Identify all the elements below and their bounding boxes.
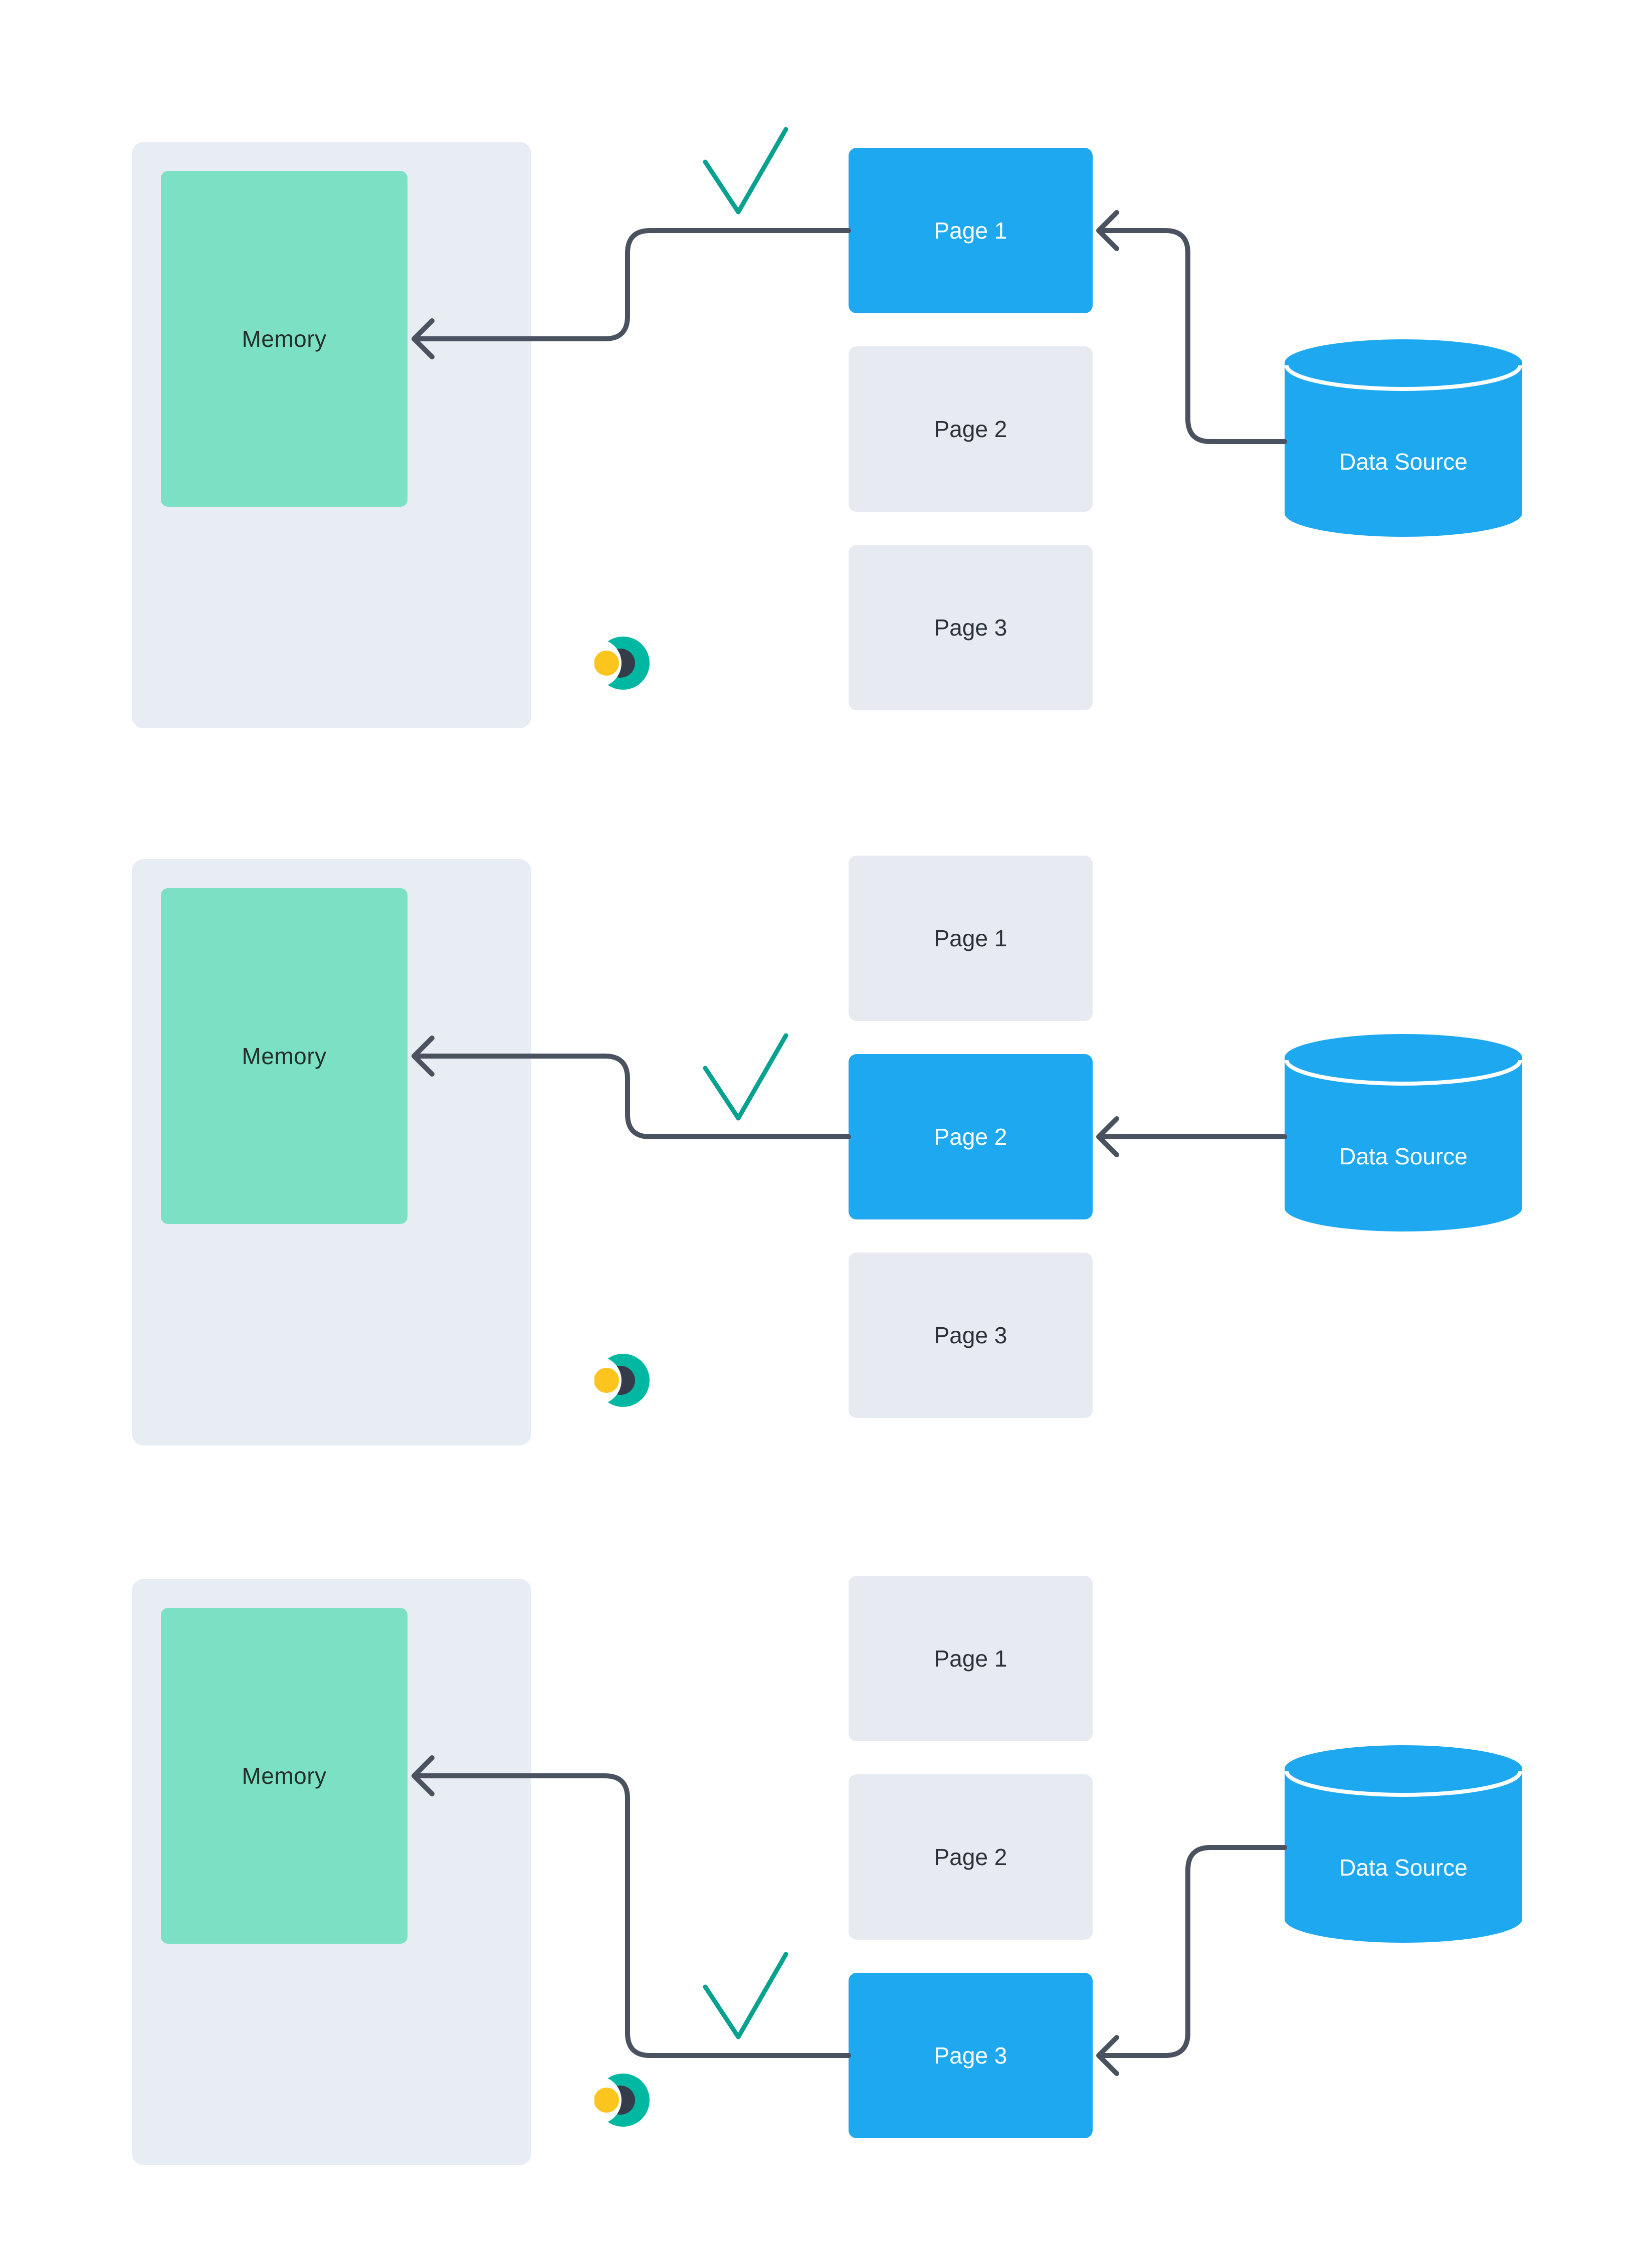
datasource-to-page-connector	[1101, 1845, 1287, 2058]
page-box-1: Page 1	[849, 856, 1093, 1021]
brand-logo-icon	[573, 2073, 650, 2128]
data-source-label: Data Source	[1339, 1855, 1468, 1881]
data-source-cylinder: Data Source	[1285, 1034, 1522, 1231]
left-arrowhead-icon	[1096, 210, 1119, 251]
checkmark-icon	[703, 1952, 788, 2039]
memory-block: Memory	[161, 1608, 407, 1944]
page-box-3: Page 3	[849, 1253, 1093, 1418]
page-box-1: Page 1	[849, 1576, 1093, 1741]
page-label: Page 1	[934, 218, 1007, 244]
memory-label: Memory	[242, 1043, 327, 1069]
data-source-cylinder: Data Source	[1285, 1745, 1522, 1943]
checkmark-icon	[703, 127, 788, 215]
page-label: Page 3	[934, 1322, 1007, 1348]
page-label: Page 3	[934, 2042, 1007, 2069]
page-box-2: Page 2	[849, 346, 1093, 512]
memory-block: Memory	[161, 171, 407, 507]
data-source-label: Data Source	[1339, 1143, 1468, 1169]
left-arrowhead-icon	[1096, 2035, 1119, 2076]
memory-label: Memory	[242, 1763, 327, 1789]
memory-label: Memory	[242, 326, 327, 352]
datasource-to-page-connector	[1101, 228, 1287, 444]
database-cylinder-icon	[1285, 1745, 1522, 1943]
page-box-2: Page 2	[849, 1774, 1093, 1940]
database-cylinder-icon	[1285, 339, 1522, 537]
page-box-1: Page 1	[849, 148, 1093, 313]
page-label: Page 2	[934, 416, 1007, 442]
brand-logo-icon	[573, 636, 650, 691]
checkmark-icon	[703, 1033, 788, 1121]
data-source-label: Data Source	[1339, 449, 1468, 475]
brand-logo-icon	[573, 1353, 650, 1408]
page-label: Page 2	[934, 1124, 1007, 1150]
database-cylinder-icon	[1285, 1034, 1522, 1231]
page-label: Page 1	[934, 1646, 1007, 1672]
page-box-3: Page 3	[849, 545, 1093, 710]
page-label: Page 2	[934, 1844, 1007, 1870]
left-arrowhead-icon	[1096, 1116, 1119, 1157]
page-label: Page 3	[934, 614, 1007, 641]
page-box-3: Page 3	[849, 1973, 1093, 2138]
page-label: Page 1	[934, 925, 1007, 951]
page-box-2: Page 2	[849, 1054, 1093, 1219]
memory-block: Memory	[161, 888, 407, 1224]
data-source-cylinder: Data Source	[1285, 339, 1522, 537]
